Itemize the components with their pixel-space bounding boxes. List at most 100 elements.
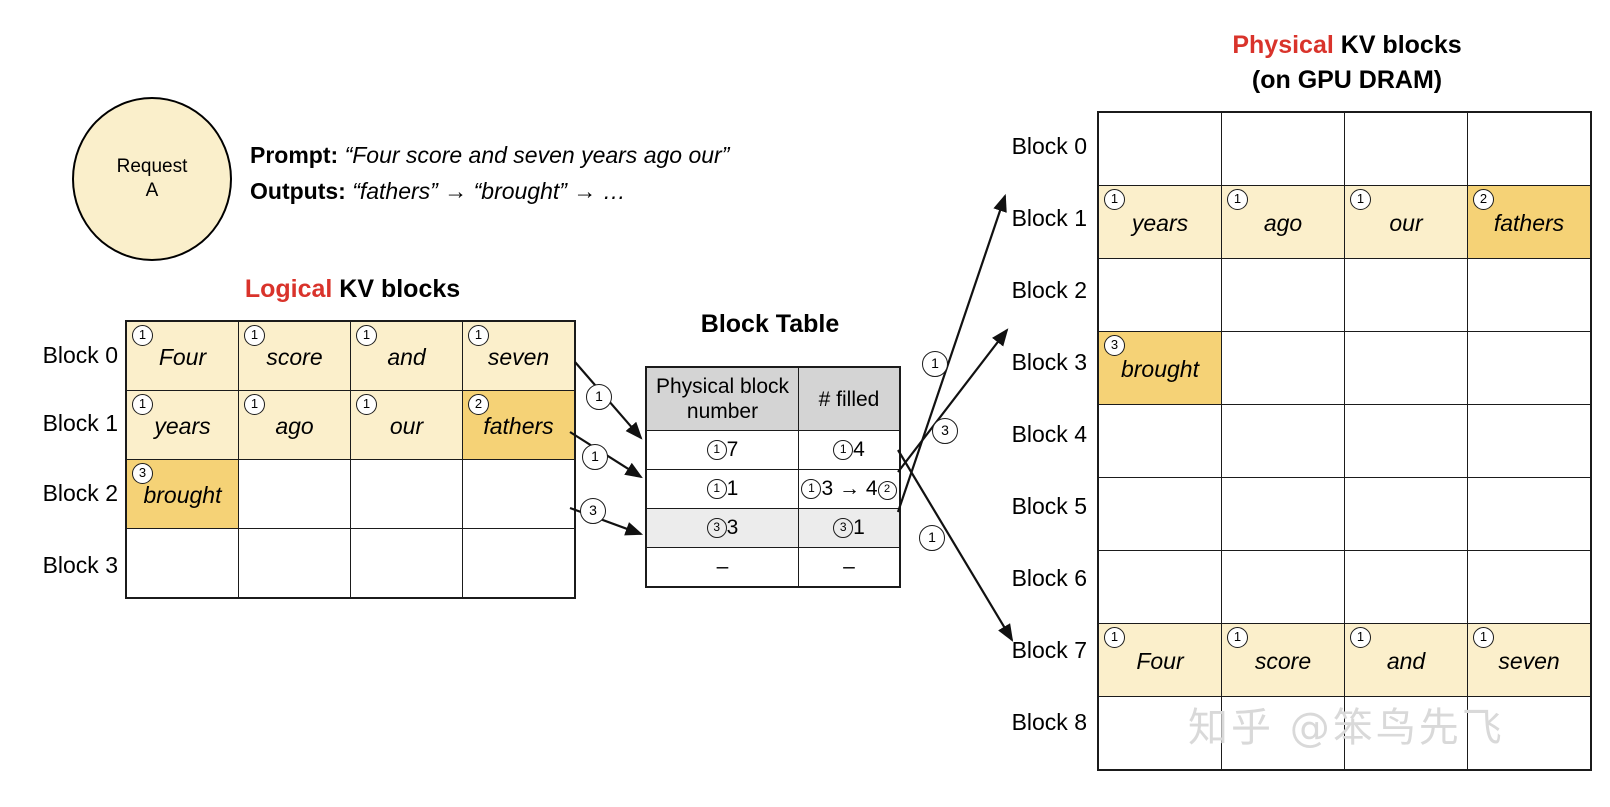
- table-row: [1097, 550, 1592, 624]
- token-text: Four: [1136, 648, 1184, 675]
- cell-value: 1: [853, 516, 865, 540]
- request-label-line2: A: [145, 180, 159, 201]
- kv-slot: [1344, 477, 1468, 551]
- token-text: our: [1389, 210, 1423, 237]
- token-step-badge: 1: [356, 325, 377, 346]
- table-row: [1097, 111, 1592, 186]
- prompt-line: Prompt: “Four score and seven years ago …: [250, 138, 729, 174]
- block-table-header-row: Physical block number# filled: [645, 366, 901, 432]
- token-text: years: [1131, 210, 1189, 237]
- kv-slot: [1344, 696, 1468, 771]
- kv-slot: [238, 528, 351, 599]
- kv-slot: [1097, 258, 1222, 332]
- arrow-label-left-2: 3: [580, 498, 606, 524]
- token-step-badge: 1: [244, 394, 265, 415]
- physical-row-label-1: Block 1: [1011, 205, 1087, 231]
- token-step-badge: 1: [356, 394, 377, 415]
- block-table-header: # filled: [798, 366, 901, 432]
- table-row: [125, 528, 576, 599]
- logical-row-label-1: Block 1: [42, 410, 118, 436]
- token-text: score: [1254, 648, 1312, 675]
- step-badge: 1: [833, 440, 854, 461]
- block-table-header: Physical block number: [645, 366, 800, 432]
- logical-kv-title: Logical KV blocks: [125, 275, 580, 304]
- token-step-badge: 1: [1227, 627, 1248, 648]
- token-step-badge: 1: [1350, 627, 1371, 648]
- kv-slot: [1097, 477, 1222, 551]
- kv-slot: [1344, 404, 1468, 478]
- token-text: brought: [143, 482, 222, 509]
- kv-slot: [1221, 550, 1345, 624]
- logical-row-label-3: Block 3: [42, 552, 118, 578]
- token-step-badge: 1: [132, 325, 153, 346]
- arrow-label-right-0: 1: [922, 351, 948, 377]
- physical-row-label-2: Block 2: [1011, 277, 1087, 303]
- kv-slot: 1 ago: [1221, 185, 1345, 259]
- prompt-outputs-block: Prompt: “Four score and seven years ago …: [250, 138, 729, 209]
- outputs-label: Outputs:: [250, 177, 346, 204]
- token-step-badge: 1: [1104, 189, 1125, 210]
- token-step-badge: 1: [1227, 189, 1248, 210]
- kv-slot: [1467, 258, 1592, 332]
- physical-kv-title: Physical KV blocks (on GPU DRAM): [1097, 28, 1597, 98]
- kv-slot: [1344, 111, 1468, 186]
- kv-slot: [1467, 696, 1592, 771]
- kv-slot: [1221, 696, 1345, 771]
- num-filled-cell: –: [798, 547, 901, 588]
- logical-row-label-0: Block 0: [42, 342, 118, 368]
- kv-slot: [1097, 550, 1222, 624]
- kv-slot: [1221, 258, 1345, 332]
- physical-row-label-6: Block 6: [1011, 565, 1087, 591]
- step-badge: 3: [706, 518, 727, 539]
- cell-value: 3: [726, 516, 739, 540]
- physical-row-label-8: Block 8: [1011, 709, 1087, 735]
- step-badge: 3: [833, 518, 854, 539]
- table-row: [1097, 696, 1592, 771]
- arrow-label-right-1: 3: [932, 418, 958, 444]
- token-step-badge: 3: [1104, 335, 1125, 356]
- kv-slot: [1344, 258, 1468, 332]
- cell-value: 3 → 4: [821, 477, 878, 501]
- token-step-badge: 1: [132, 394, 153, 415]
- kv-slot: 1 score: [1221, 623, 1345, 697]
- kv-slot: [1344, 331, 1468, 405]
- token-text: ago: [1263, 210, 1303, 237]
- kv-slot: [1467, 477, 1592, 551]
- kv-slot: [350, 528, 463, 599]
- logical-title-accent: Logical: [244, 275, 333, 303]
- request-node: Request A: [72, 97, 232, 261]
- kv-slot: 1 years: [1097, 185, 1222, 259]
- kv-slot: [462, 528, 576, 599]
- kv-slot: [1467, 404, 1592, 478]
- step-badge: 2: [877, 481, 897, 501]
- request-label-line1: Request: [116, 156, 188, 178]
- token-text: years: [154, 413, 211, 440]
- physical-title-main: Physical KV blocks: [1097, 28, 1597, 63]
- token-step-badge: 2: [468, 394, 489, 415]
- kv-slot: [1221, 477, 1345, 551]
- cell-value: 1: [726, 477, 739, 501]
- kv-slot: [1097, 111, 1222, 186]
- outputs-line: Outputs: “fathers” → “brought” → …: [250, 174, 729, 210]
- cell-value: –: [716, 555, 729, 579]
